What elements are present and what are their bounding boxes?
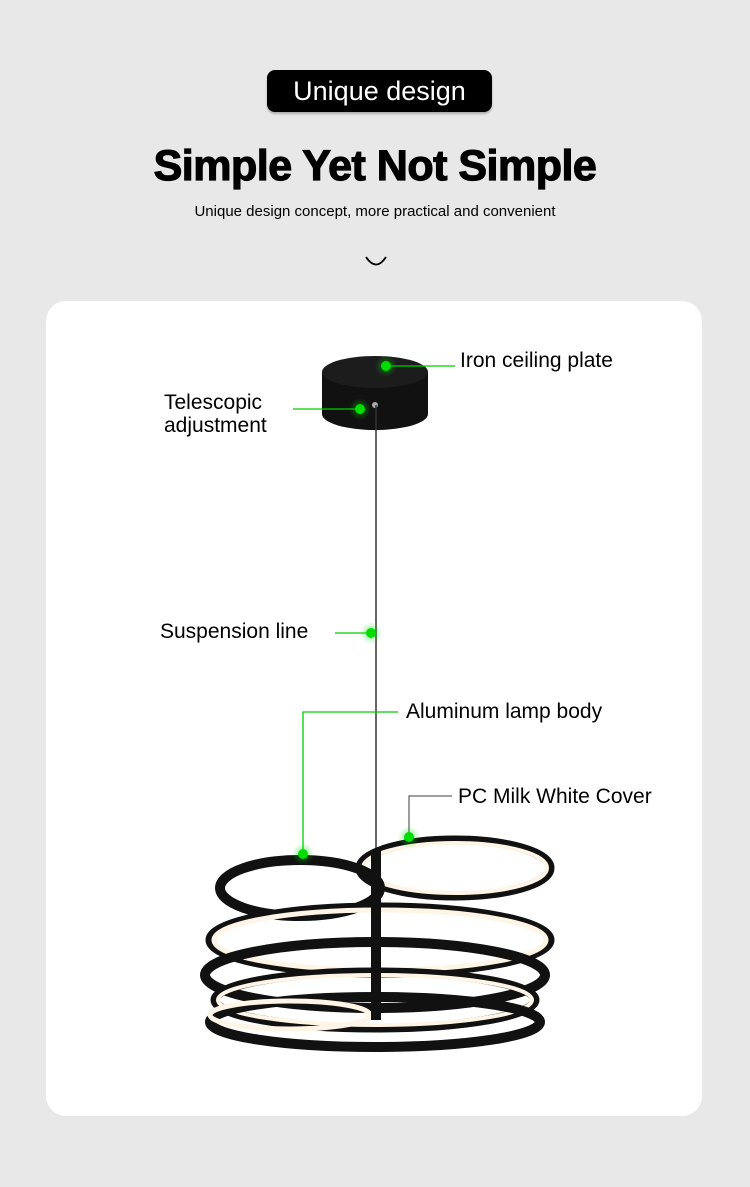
center-rod [371,850,381,1020]
label-telescopic-line2: adjustment [164,414,267,437]
chevron-down-icon [365,256,387,266]
section-badge: Unique design [267,70,492,112]
label-iron-ceiling-plate: Iron ceiling plate [460,349,613,372]
label-suspension-line: Suspension line [160,620,309,643]
label-telescopic-line1: Telescopic [164,391,263,414]
label-aluminum-lamp-body: Aluminum lamp body [406,700,603,723]
page-title: Simple Yet Not Simple [153,141,597,190]
callout-lines [293,365,455,854]
callout-dots [292,355,420,865]
ceiling-plate [322,356,428,430]
label-pc-milk-white-cover: PC Milk White Cover [458,785,652,808]
page-subtitle: Unique design concept, more practical an… [194,203,556,220]
cover-callout-line [408,795,452,837]
